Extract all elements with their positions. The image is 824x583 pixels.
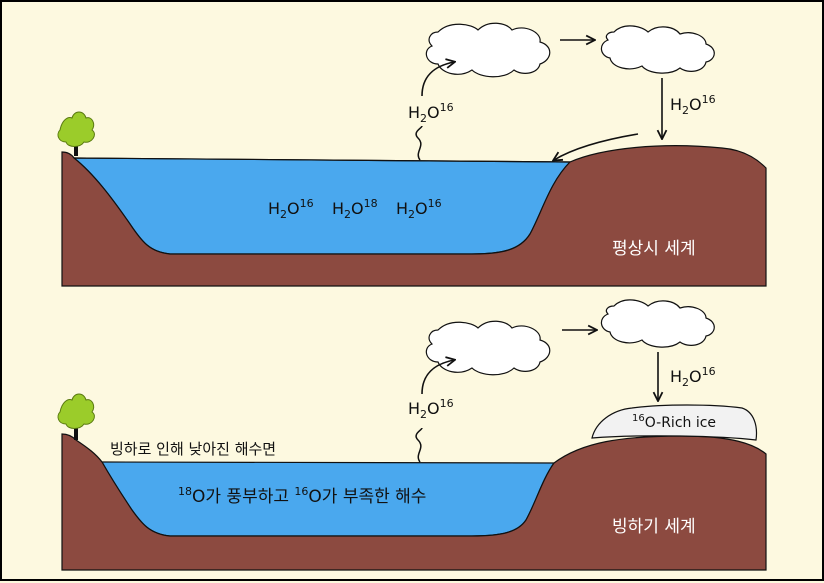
world-label: 빙하기 세계 (612, 517, 696, 537)
cloud-icon (600, 299, 715, 348)
ocean-formula: H2O16 (268, 197, 314, 221)
evaporation-formula: H2O16 (408, 397, 454, 421)
sea-level-label: 빙하로 인해 낮아진 해수면 (110, 440, 276, 458)
ocean-formula: H2O18 (332, 197, 378, 221)
evaporation-formula: H2O16 (408, 101, 454, 125)
ice-label: 16O-Rich ice (632, 413, 716, 431)
cloud-icon (425, 320, 551, 376)
precipitation-formula: H2O16 (670, 93, 716, 117)
evaporation-arrow (421, 62, 454, 97)
runoff-arrow (554, 133, 639, 160)
ice-sheet (591, 404, 758, 441)
ocean-water (72, 157, 572, 255)
evaporation-squiggle (415, 125, 423, 161)
ocean-label: 18O가 풍부하고 16O가 부족한 해수 (178, 485, 426, 507)
precipitation-formula: H2O16 (670, 365, 716, 389)
evaporation-arrow (421, 360, 454, 395)
land (61, 145, 767, 287)
sea-surface (73, 157, 571, 163)
panel-normal-world: H2O16 H2O16 H2O16 H2O18 H2O16 평상시 세계 (57, 22, 767, 287)
panel-ice-age-world: H2O16 H2O16 16O-Rich ice 빙하로 인해 낮아진 해수면 … (57, 299, 767, 571)
cloud-icon (600, 25, 715, 74)
world-label: 평상시 세계 (612, 239, 696, 259)
tree-icon (57, 111, 95, 156)
tree-icon (57, 393, 95, 440)
cloud-icon (425, 22, 551, 78)
ocean-formula: H2O16 (396, 197, 442, 221)
evaporation-squiggle (415, 427, 423, 463)
